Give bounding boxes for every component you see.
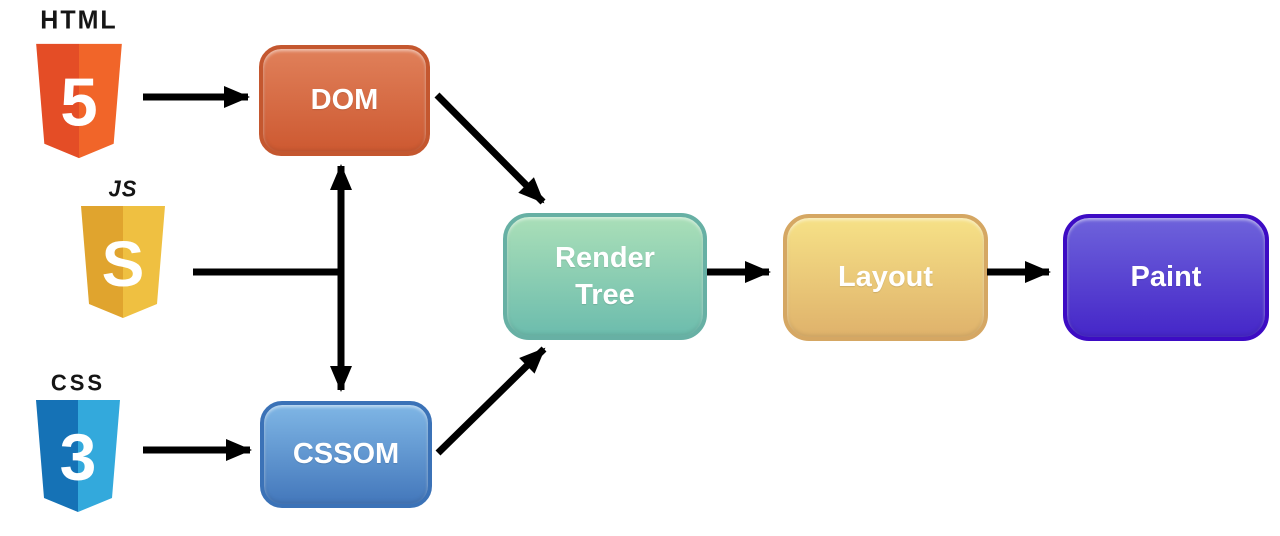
arrow-dom-to-render-tree: [434, 92, 546, 205]
js-logo: JS S: [68, 175, 178, 322]
css3-wordmark: CSS: [50, 369, 106, 396]
js-glyph: S: [102, 228, 145, 300]
node-layout-label: Layout: [837, 261, 934, 294]
node-paint-label: Paint: [1130, 261, 1202, 294]
html5-glyph: 5: [60, 65, 97, 140]
js-wordmark: JS: [108, 175, 138, 202]
css3-logo: CSS 3: [26, 369, 130, 516]
css3-shield-icon: 3: [36, 400, 120, 512]
node-dom: DOM: [259, 45, 430, 156]
node-cssom: CSSOM: [260, 401, 432, 508]
html5-wordmark: HTML: [40, 5, 118, 35]
html5-logo: HTML 5: [28, 5, 130, 167]
html5-shield-icon: 5: [36, 43, 122, 159]
node-layout: Layout: [783, 214, 988, 341]
node-dom-label: DOM: [310, 84, 379, 117]
node-cssom-label: CSSOM: [292, 438, 400, 471]
js-shield-icon: S: [81, 206, 165, 318]
node-render-tree: Render Tree: [503, 213, 707, 340]
node-render-tree-label: Render Tree: [555, 242, 655, 311]
css3-glyph: 3: [60, 420, 97, 494]
node-paint: Paint: [1063, 214, 1269, 341]
arrow-cssom-to-render-tree: [435, 346, 547, 456]
